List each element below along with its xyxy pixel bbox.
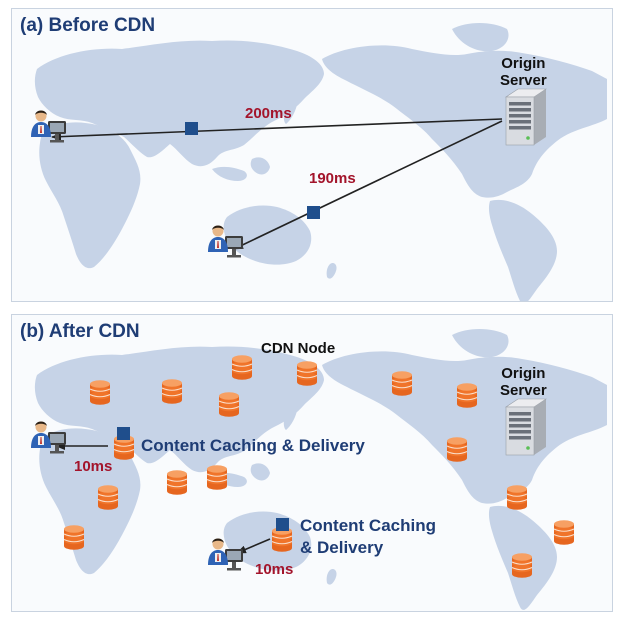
origin-server-label-line1: Origin xyxy=(501,55,546,72)
cdn-node-icon xyxy=(161,378,183,405)
cdn-node-icon xyxy=(506,484,528,511)
latency-label-europe: 10ms xyxy=(74,458,113,475)
data-packet-icon xyxy=(117,427,130,440)
cdn-node-icon xyxy=(456,382,478,409)
cdn-node-icon xyxy=(218,391,240,418)
origin-server-label-line2: Server xyxy=(500,382,547,399)
cdn-node-icon xyxy=(206,464,228,491)
origin-server-label: Origin Server xyxy=(500,55,547,89)
caching-label-australia-line2: & Delivery xyxy=(300,538,384,557)
data-packet-icon xyxy=(185,122,198,135)
cdn-node-icon xyxy=(446,436,468,463)
caching-label-australia: Content Caching & Delivery xyxy=(300,515,436,559)
data-packet-icon xyxy=(276,518,289,531)
cdn-node-icon xyxy=(231,354,253,381)
caching-label-europe: Content Caching & Delivery xyxy=(141,436,365,455)
data-packet-icon xyxy=(307,206,320,219)
cdn-node-icon xyxy=(97,484,119,511)
world-map-after xyxy=(31,329,607,610)
server-tower-icon xyxy=(505,398,547,456)
latency-label-australia: 190ms xyxy=(309,170,356,187)
origin-server-label: Origin Server xyxy=(500,365,547,399)
cdn-node-icon xyxy=(296,360,318,387)
server-tower-icon xyxy=(505,88,547,146)
cdn-node-icon xyxy=(89,379,111,406)
latency-label-australia: 10ms xyxy=(255,561,294,578)
cdn-node-icon xyxy=(511,552,533,579)
cdn-node-icon xyxy=(553,519,575,546)
world-map-before xyxy=(31,23,607,301)
latency-label-europe: 200ms xyxy=(245,105,292,122)
panel-title-after: (b) After CDN xyxy=(20,321,140,342)
cdn-node-icon xyxy=(391,370,413,397)
panel-after-cdn: (b) After CDN CDN Node Origin Server Con… xyxy=(11,314,613,612)
panel-before-cdn: (a) Before CDN Origin Server 200ms 190ms xyxy=(11,8,613,302)
cdn-node-icon xyxy=(166,469,188,496)
latency-arrow-australia xyxy=(233,120,503,250)
caching-label-australia-line1: Content Caching xyxy=(300,516,436,535)
origin-server-label-line2: Server xyxy=(500,72,547,89)
panel-title-before: (a) Before CDN xyxy=(20,15,156,36)
cdn-node-label: CDN Node xyxy=(261,340,336,357)
latency-arrow-europe xyxy=(51,118,503,141)
cdn-node-icon xyxy=(63,524,85,551)
origin-server-label-line1: Origin xyxy=(501,365,546,382)
